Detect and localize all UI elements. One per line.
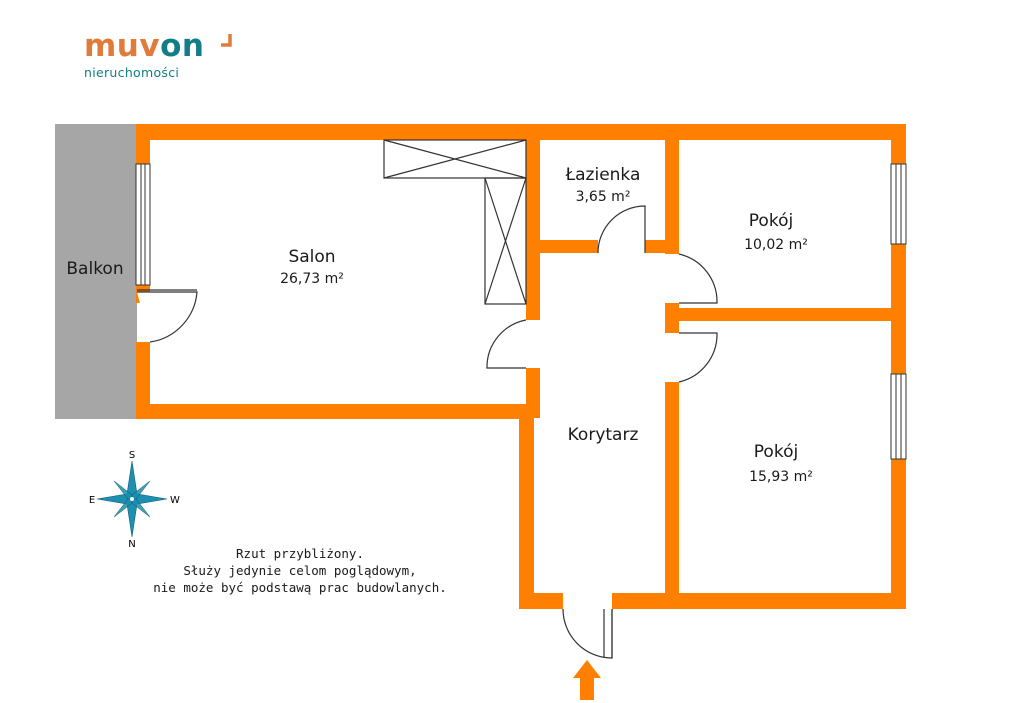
logo: muvon nieruchomości (84, 28, 233, 80)
window-balcony (135, 163, 151, 286)
corridor-label: Korytarz (568, 425, 639, 445)
logo-brand-part1: muv (84, 28, 161, 64)
window-room-small (890, 163, 907, 245)
bathroom-label: Łazienka (565, 165, 641, 185)
door-bathroom (597, 205, 646, 254)
room-large-area: 15,93 m² (749, 469, 813, 485)
compass-label-left: E (89, 495, 95, 506)
bathroom-area: 3,65 m² (576, 189, 631, 205)
doors (137, 205, 718, 659)
balcony-area (55, 124, 137, 419)
door-room-small (678, 253, 718, 304)
living-room-area: 26,73 m² (280, 271, 344, 287)
door-salon (486, 319, 527, 369)
window-room-large (890, 373, 907, 460)
room-large-label: Pokój (754, 442, 798, 462)
door-entrance (562, 608, 613, 659)
compass-rose-icon (96, 460, 168, 538)
living-room-label: Salon (288, 247, 335, 267)
kitchen-units (383, 139, 527, 305)
windows (135, 163, 907, 460)
door-balcony (137, 291, 198, 343)
compass-label-right: W (170, 495, 180, 506)
disclaimer-line2: Służy jedynie celom poglądowym, (183, 563, 417, 578)
room-small-label: Pokój (749, 211, 793, 231)
logo-brand-part2: on (160, 28, 205, 64)
logo-wordmark: muvon (84, 28, 233, 64)
room-small-area: 10,02 m² (744, 237, 808, 253)
disclaimer-line3: nie może być podstawą prac budowlanych. (153, 580, 447, 595)
door-room-large (678, 332, 718, 383)
logo-arrow-icon (220, 34, 232, 47)
balcony-label: Balkon (66, 259, 123, 279)
walls (136, 124, 906, 609)
disclaimer: Rzut przybliżony. Służy jedynie celom po… (140, 545, 460, 596)
compass-label-top: S (129, 450, 135, 461)
disclaimer-line1: Rzut przybliżony. (236, 546, 364, 561)
compass-label-bottom: N (128, 539, 135, 550)
logo-subtitle: nieruchomości (84, 65, 180, 80)
entrance-arrow-icon (573, 660, 601, 700)
